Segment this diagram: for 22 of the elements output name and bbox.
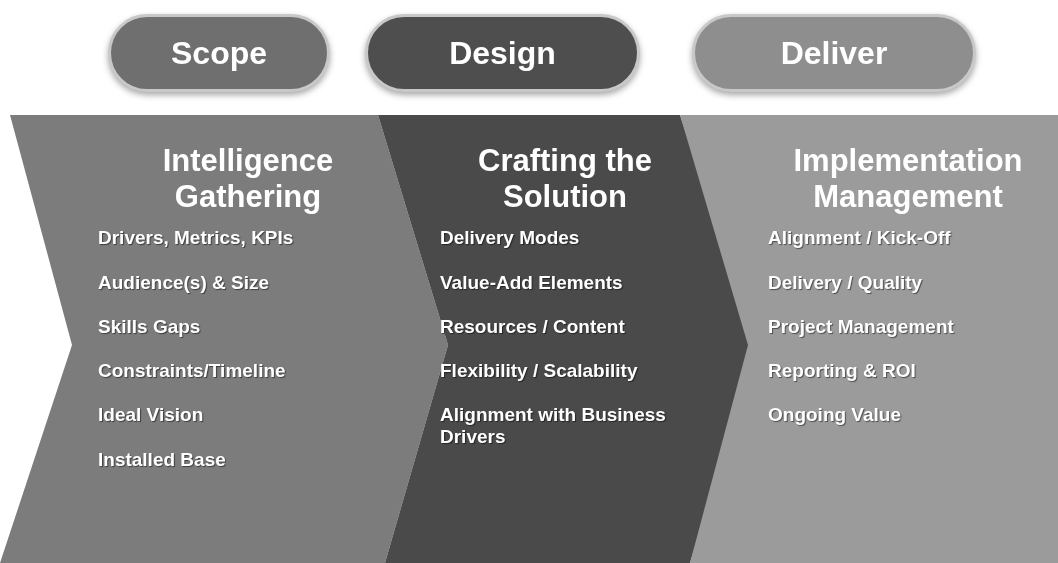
list-item: Drivers, Metrics, KPIs: [98, 227, 294, 249]
list-item: Resources / Content: [440, 315, 625, 338]
stage-heading: Implementation Management: [792, 143, 1024, 215]
list-item: Constraints/Timeline: [98, 360, 286, 382]
list-item: Project Management: [768, 315, 954, 338]
list-item: Delivery / Quality: [768, 271, 923, 293]
list-item: Installed Base: [98, 448, 226, 470]
stage-heading: Crafting the Solution: [477, 143, 653, 215]
list-item: Ideal Vision: [98, 404, 204, 426]
list-item: Ongoing Value: [768, 404, 901, 426]
list-item: Value-Add Elements: [440, 271, 623, 293]
list-item: Alignment with Business Drivers: [440, 404, 667, 447]
phase-pill: Scope: [108, 14, 330, 92]
list-item: Flexibility / Scalability: [440, 360, 638, 382]
phase-pill: Deliver: [692, 14, 976, 92]
stage-heading: Intelligence Gathering: [161, 143, 335, 215]
list-item: Alignment / Kick-Off: [768, 227, 951, 249]
list-item: Skills Gaps: [98, 315, 201, 338]
phase-pill: Design: [365, 14, 640, 92]
list-item: Audience(s) & Size: [98, 271, 270, 293]
list-item: Delivery Modes: [440, 227, 580, 249]
list-item: Reporting & ROI: [768, 360, 916, 382]
